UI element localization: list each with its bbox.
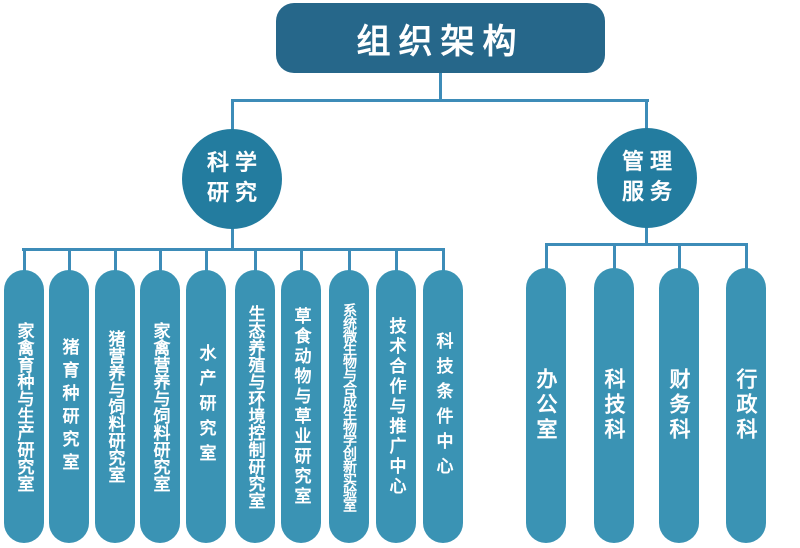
connector-drop xyxy=(395,248,398,272)
connector-drop xyxy=(23,248,26,272)
unit-pig-nutrition[interactable]: 猪营养与饲料研究室 xyxy=(95,270,135,543)
connector-drop xyxy=(442,248,445,272)
connector-management-horizontal xyxy=(545,243,748,246)
category-management-line1: 管理 xyxy=(621,150,678,176)
unit-label: 科技条件中心 xyxy=(432,331,453,482)
unit-label: 家禽育种与生产研究室 xyxy=(13,321,34,492)
connector-title-down xyxy=(439,73,442,101)
unit-label: 系统微生物与合成生物学创新实验室 xyxy=(341,302,357,511)
connector-drop xyxy=(159,248,162,272)
unit-label: 草食动物与草业研究室 xyxy=(290,306,311,507)
connector-top-horizontal xyxy=(231,99,649,102)
connector-to-research xyxy=(231,99,234,131)
connector-to-management xyxy=(645,99,648,129)
connector-drop xyxy=(613,243,616,270)
unit-pig-breeding[interactable]: 猪育种研究室 xyxy=(49,270,89,543)
unit-eco-farming[interactable]: 生态养殖与环境控制研究室 xyxy=(235,270,275,543)
connector-drop xyxy=(678,243,681,270)
unit-label: 猪营养与饲料研究室 xyxy=(104,330,125,483)
category-research-line2: 研究 xyxy=(206,181,263,206)
connector-drop xyxy=(300,248,303,272)
unit-label: 行政科 xyxy=(734,368,758,443)
unit-systems-microbiology-lab[interactable]: 系统微生物与合成生物学创新实验室 xyxy=(329,270,369,543)
unit-poultry-nutrition[interactable]: 家禽营养与饲料研究室 xyxy=(140,270,180,543)
connector-drop xyxy=(545,243,548,270)
unit-herbivore-grassland[interactable]: 草食动物与草业研究室 xyxy=(281,270,321,543)
unit-poultry-breeding[interactable]: 家禽育种与生产研究室 xyxy=(4,270,44,543)
unit-label: 猪育种研究室 xyxy=(58,337,79,476)
unit-admin-section[interactable]: 行政科 xyxy=(726,268,766,543)
org-chart-title: 组织架构 xyxy=(276,3,605,73)
category-research[interactable]: 科学 研究 xyxy=(182,129,282,229)
unit-label: 财务科 xyxy=(667,368,691,443)
connector-drop xyxy=(745,243,748,270)
connector-research-horizontal xyxy=(22,248,444,251)
connector-drop xyxy=(348,248,351,272)
unit-tech-conditions-center[interactable]: 科技条件中心 xyxy=(423,270,463,543)
unit-tech-cooperation-center[interactable]: 技术合作与推广中心 xyxy=(376,270,416,543)
connector-management-down xyxy=(645,227,648,245)
title-text: 组织架构 xyxy=(356,21,525,62)
unit-sci-tech-section[interactable]: 科技科 xyxy=(594,268,634,543)
unit-label: 科技科 xyxy=(602,368,626,443)
connector-research-down xyxy=(231,228,234,250)
connector-drop xyxy=(205,248,208,272)
unit-label: 家禽营养与饲料研究室 xyxy=(149,321,170,492)
unit-label: 水产研究室 xyxy=(195,344,216,469)
unit-label: 办公室 xyxy=(534,368,558,443)
category-research-line1: 科学 xyxy=(206,151,263,177)
unit-label: 生态养殖与环境控制研究室 xyxy=(244,304,265,509)
connector-drop xyxy=(254,248,257,272)
connector-drop xyxy=(114,248,117,272)
unit-office[interactable]: 办公室 xyxy=(526,268,566,543)
unit-finance-section[interactable]: 财务科 xyxy=(659,268,699,543)
category-management-line2: 服务 xyxy=(621,180,678,205)
connector-drop xyxy=(68,248,71,272)
unit-aquaculture[interactable]: 水产研究室 xyxy=(186,270,226,543)
unit-label: 技术合作与推广中心 xyxy=(385,316,406,497)
category-management[interactable]: 管理 服务 xyxy=(597,128,697,228)
